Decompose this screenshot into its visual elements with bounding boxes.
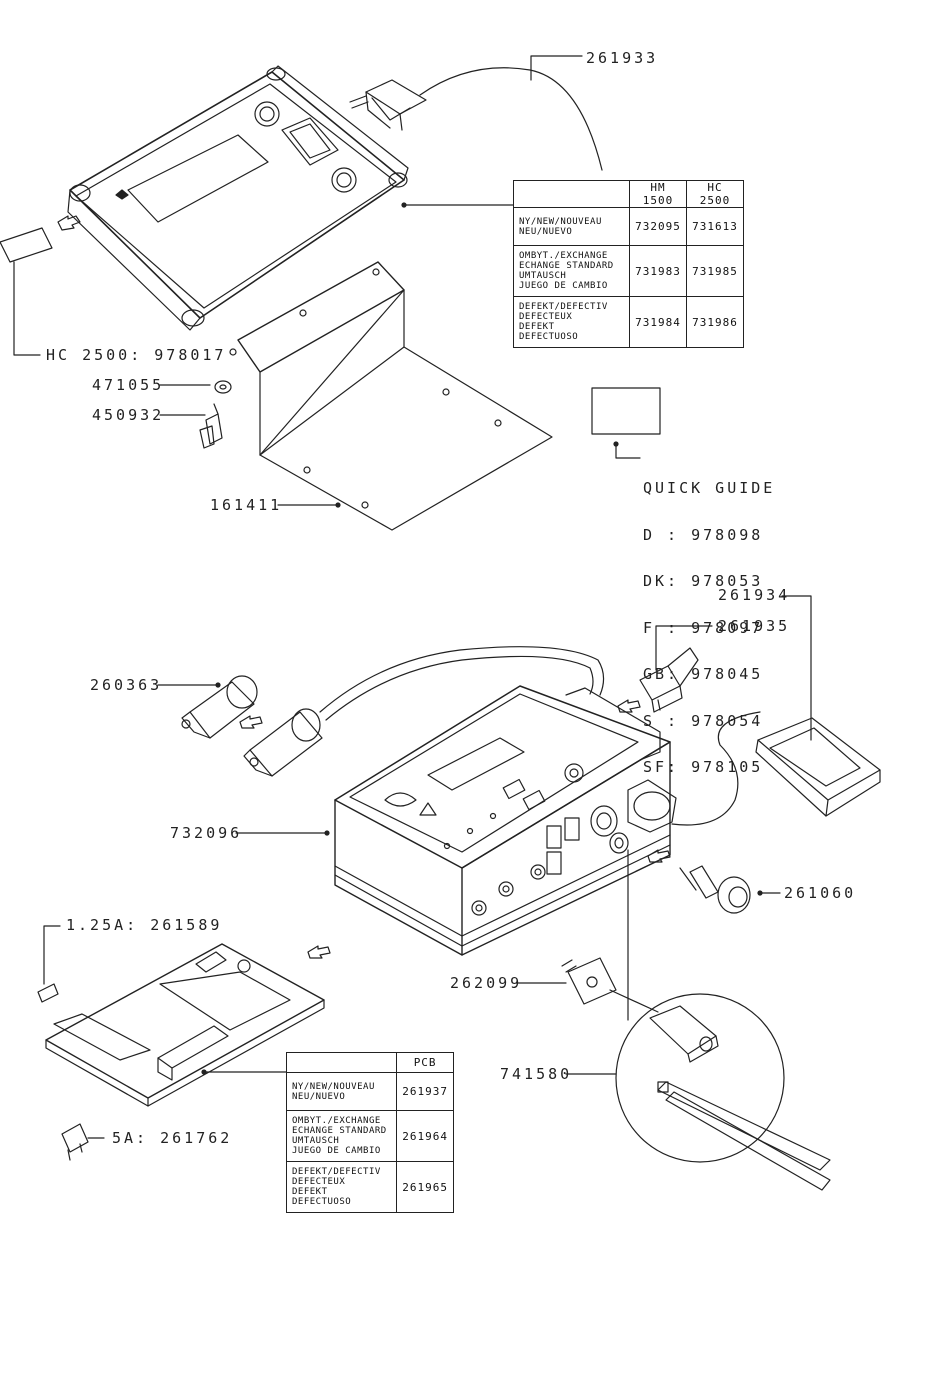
quick-guide-entry: GB: 978045 [643,665,775,683]
quick-guide-entry: D : 978098 [643,525,775,544]
row-desc: DEFEKT/DEFECTIV DEFECTEUX DEFEKT DEFECTU… [513,296,630,348]
label-260363: 260363 [90,676,163,694]
quick-guide-list: QUICK GUIDE D : 978098 DK: 978053 F : 97… [643,450,775,791]
cable-tie [657,1081,831,1191]
leader-quick-guide [615,443,641,459]
row-desc: DEFEKT/DEFECTIV DEFECTEUX DEFEKT DEFECTU… [285,1161,398,1213]
control-box [334,685,677,956]
quick-guide-title: QUICK GUIDE [643,479,776,497]
label-1-25a: 1.25A: 261589 [66,916,223,934]
guide-number: 978105 [691,758,764,776]
handheld-controller [67,65,409,331]
detail-circle [615,993,785,1163]
cable-tie-holder [649,1005,719,1063]
quick-guide-entry: DK: 978053 [643,572,775,590]
table-header-hm1500: HM 1500 [629,180,687,208]
arrow-icon [239,715,263,729]
lang-code: F : [643,618,680,637]
relay-cable [671,711,761,826]
label-5a: 5A: 261762 [112,1129,233,1147]
row-desc: OMBYT./EXCHANGE ECHANGE STANDARD UMTAUSC… [285,1110,398,1162]
table-header-blank [285,1052,398,1073]
leader-switch [655,625,713,671]
guide-number: 978053 [691,572,764,590]
row-pcb-number: 261965 [396,1161,454,1213]
table-header-pcb: PCB [396,1052,454,1073]
lang-code: GB: [643,665,680,683]
row-hm-number: 732095 [629,207,687,246]
leader-relay [781,595,812,741]
pcb-parts-table: PCB NY/NEW/NOUVEAU NEU/NUEVO 261937 OMBY… [285,1052,454,1213]
label-261933: 261933 [586,49,659,67]
guide-number: 978097 [691,618,764,637]
row-hc-number: 731986 [686,296,744,348]
label-471055: 471055 [92,376,165,394]
relay-connector [755,717,881,817]
lang-code: DK: [643,572,680,590]
mounting-bracket [229,261,553,531]
row-desc: NY/NEW/NOUVEAU NEU/NUEVO [513,207,630,246]
label-450932: 450932 [92,406,165,424]
blade-fuse [61,1123,89,1161]
row-desc: NY/NEW/NOUVEAU NEU/NUEVO [285,1072,398,1111]
label-741580: 741580 [500,1065,573,1083]
table-row: OMBYT./EXCHANGE ECHANGE STANDARD UMTAUSC… [285,1110,454,1162]
label-161411: 161411 [210,496,283,514]
arrow-icon [617,699,641,713]
label-261060: 261060 [784,884,857,902]
table-row: OMBYT./EXCHANGE ECHANGE STANDARD UMTAUSC… [513,245,744,297]
lang-code: SF: [643,758,680,776]
table-row: DEFEKT/DEFECTIV DEFECTEUX DEFEKT DEFECTU… [513,296,744,348]
controller-parts-table: HM 1500 HC 2500 NY/NEW/NOUVEAU NEU/NUEVO… [513,180,744,348]
toggle-switch [639,647,699,713]
arrow-icon [647,849,671,863]
label-261935: 261935 [718,617,791,635]
label-261934: 261934 [718,586,791,604]
guide-number: 978098 [691,525,764,544]
pcb-board [45,943,325,1107]
quick-guide-entry: S : 978054 [643,711,775,730]
screw-part [199,403,223,449]
guide-number: 978054 [691,711,764,730]
leader-dot [401,202,407,208]
cable-top [419,67,603,171]
table-row: NY/NEW/NOUVEAU NEU/NUEVO 732095 731613 [513,207,744,246]
label-732096: 732096 [170,824,243,842]
plug-cable [319,646,605,713]
cigarette-plug [243,708,323,777]
connector-262099 [561,957,617,1005]
small-fuse [37,983,59,1003]
table-header-blank [513,180,630,208]
arrow-icon [307,945,331,959]
indicator-light [679,865,751,914]
row-pcb-number: 261937 [396,1072,454,1111]
row-hc-number: 731985 [686,245,744,297]
guide-number: 978045 [691,665,764,683]
spare-plug-260363 [181,675,258,739]
quick-guide-entry: SF: 978105 [643,758,775,776]
row-hm-number: 731983 [629,245,687,297]
label-262099: 262099 [450,974,523,992]
lang-code: S : [643,711,680,730]
quick-guide-box [591,387,661,435]
row-hc-number: 731613 [686,207,744,246]
leader-hc [13,261,41,356]
table-row: DEFEKT/DEFECTIV DEFECTEUX DEFEKT DEFECTU… [285,1161,454,1213]
leader-small-fuse [43,925,61,985]
row-hm-number: 731984 [629,296,687,348]
hc-label-sticker [0,215,81,263]
lang-code: D : [643,525,680,544]
table-header-hc2500: HC 2500 [686,180,744,208]
row-desc: OMBYT./EXCHANGE ECHANGE STANDARD UMTAUSC… [513,245,630,297]
row-pcb-number: 261964 [396,1110,454,1162]
label-hc-2500: HC 2500: 978017 [46,346,227,364]
table-row: NY/NEW/NOUVEAU NEU/NUEVO 261937 [285,1072,454,1111]
quick-guide-entry: F : 978097 [643,618,775,637]
washer-part [214,380,232,394]
leader-cable-top [530,55,583,81]
handheld-connector [349,79,427,131]
